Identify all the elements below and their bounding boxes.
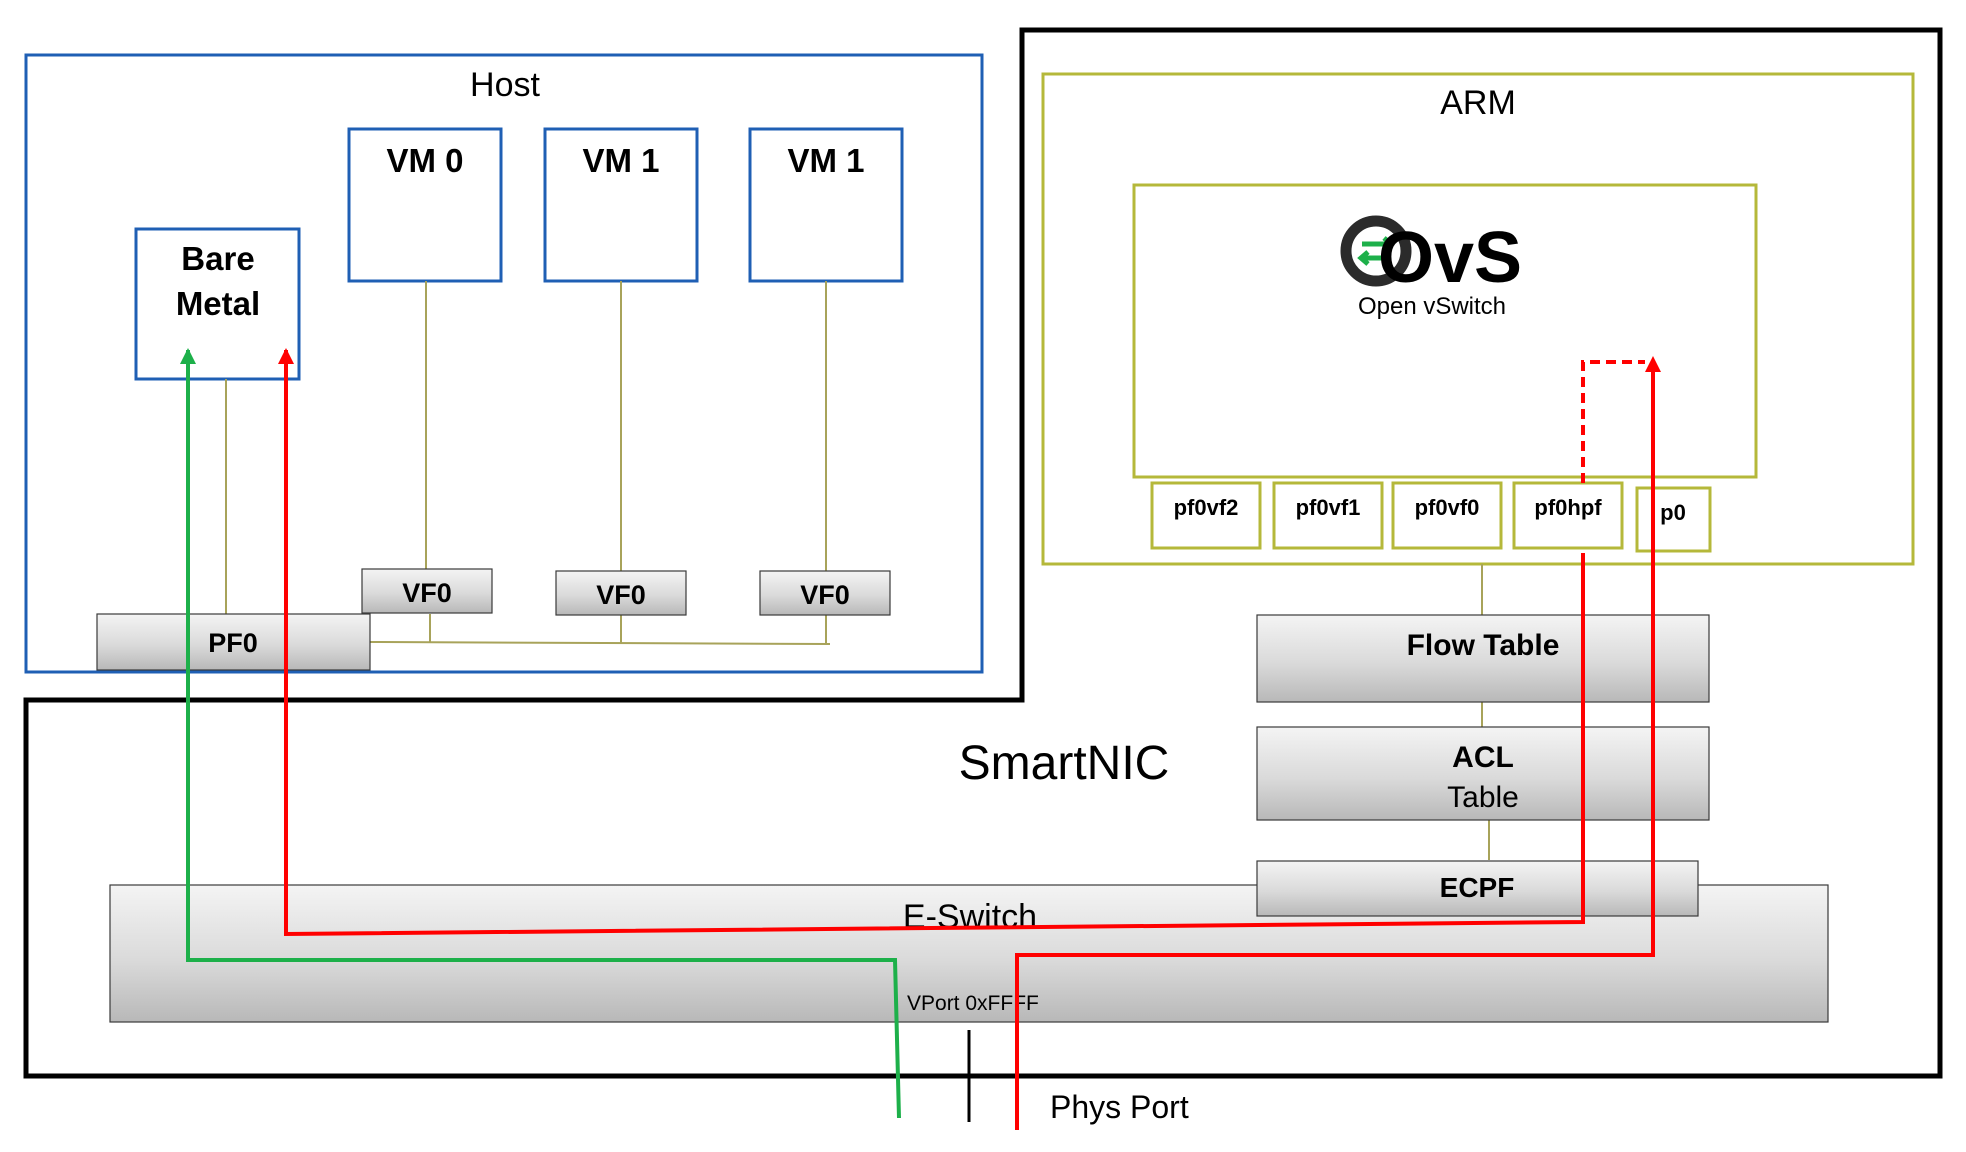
eswitch-label: E-Switch	[903, 898, 1037, 936]
smartnic-border	[23, 27, 1943, 1079]
ecpf-box[interactable]	[1256, 860, 1699, 917]
smartnic-title: SmartNIC	[959, 737, 1170, 790]
green-arrow-icon	[180, 348, 196, 364]
vf0-box-1[interactable]	[555, 570, 687, 616]
port-box-pf0vf2[interactable]	[1150, 481, 1262, 550]
ovs-logo-circle-icon	[1340, 215, 1412, 287]
vm-label-2: VM 1	[787, 142, 864, 179]
phys-port-label: Phys Port	[1050, 1089, 1189, 1125]
host-connectors	[225, 281, 831, 645]
flow-table-box[interactable]	[1256, 614, 1710, 703]
ovs-logo-text: OvS	[1378, 218, 1522, 298]
pf0-label: PF0	[208, 628, 258, 658]
port-box-pf0vf0[interactable]	[1391, 481, 1503, 550]
port-label-pf0vf2: pf0vf2	[1174, 495, 1239, 520]
bare-metal-label-line1: Bare	[181, 240, 254, 277]
port-label-p0: p0	[1660, 500, 1686, 525]
arm-title: ARM	[1440, 84, 1516, 122]
arm-box	[1041, 72, 1915, 566]
acl-table-box[interactable]	[1256, 726, 1710, 821]
ovs-subtitle: Open vSwitch	[1358, 293, 1506, 320]
vport-label: VPort 0xFFFF	[907, 992, 1039, 1015]
port-box-p0[interactable]	[1635, 486, 1712, 553]
vm-box-2[interactable]	[748, 127, 904, 283]
port-label-pf0vf1: pf0vf1	[1296, 495, 1361, 520]
flow-table-label: Flow Table	[1407, 629, 1560, 662]
table-connectors	[1481, 564, 1490, 860]
vm-label-0: VM 0	[386, 142, 463, 179]
vf0-box-2[interactable]	[759, 570, 891, 616]
port-box-pf0vf1[interactable]	[1272, 481, 1384, 550]
red-arrow-icon-ovs	[1645, 356, 1661, 372]
pf0-box[interactable]	[96, 613, 371, 671]
vf0-label-1: VF0	[596, 580, 646, 610]
green-path	[186, 350, 901, 1119]
bare-metal-label-line2: Metal	[176, 285, 260, 322]
acl-table-label-line2: Table	[1447, 781, 1519, 814]
vf0-box-0[interactable]	[361, 568, 493, 614]
vm-box-1[interactable]	[543, 127, 699, 283]
host-box	[24, 53, 984, 674]
vm-box-0[interactable]	[347, 127, 503, 283]
red-dashed-link	[1581, 360, 1645, 483]
red-arrow-icon-bare-metal	[278, 348, 294, 364]
ovs-logo-arrows-icon	[1357, 236, 1395, 266]
port-label-pf0hpf: pf0hpf	[1534, 495, 1602, 520]
ovs-box	[1132, 183, 1758, 479]
port-label-pf0vf0: pf0vf0	[1415, 495, 1480, 520]
ovs-logo	[1340, 215, 1412, 287]
vf0-label-0: VF0	[402, 578, 452, 608]
vm-label-1: VM 1	[582, 142, 659, 179]
red-path-phys	[1015, 360, 1655, 1130]
bare-metal-box[interactable]	[134, 227, 301, 381]
port-box-pf0hpf[interactable]	[1512, 481, 1624, 550]
vf0-label-2: VF0	[800, 580, 850, 610]
red-path-host	[284, 350, 1585, 937]
ecpf-label: ECPF	[1440, 872, 1515, 903]
host-title: Host	[470, 66, 540, 104]
acl-table-label-line1: ACL	[1452, 741, 1514, 774]
